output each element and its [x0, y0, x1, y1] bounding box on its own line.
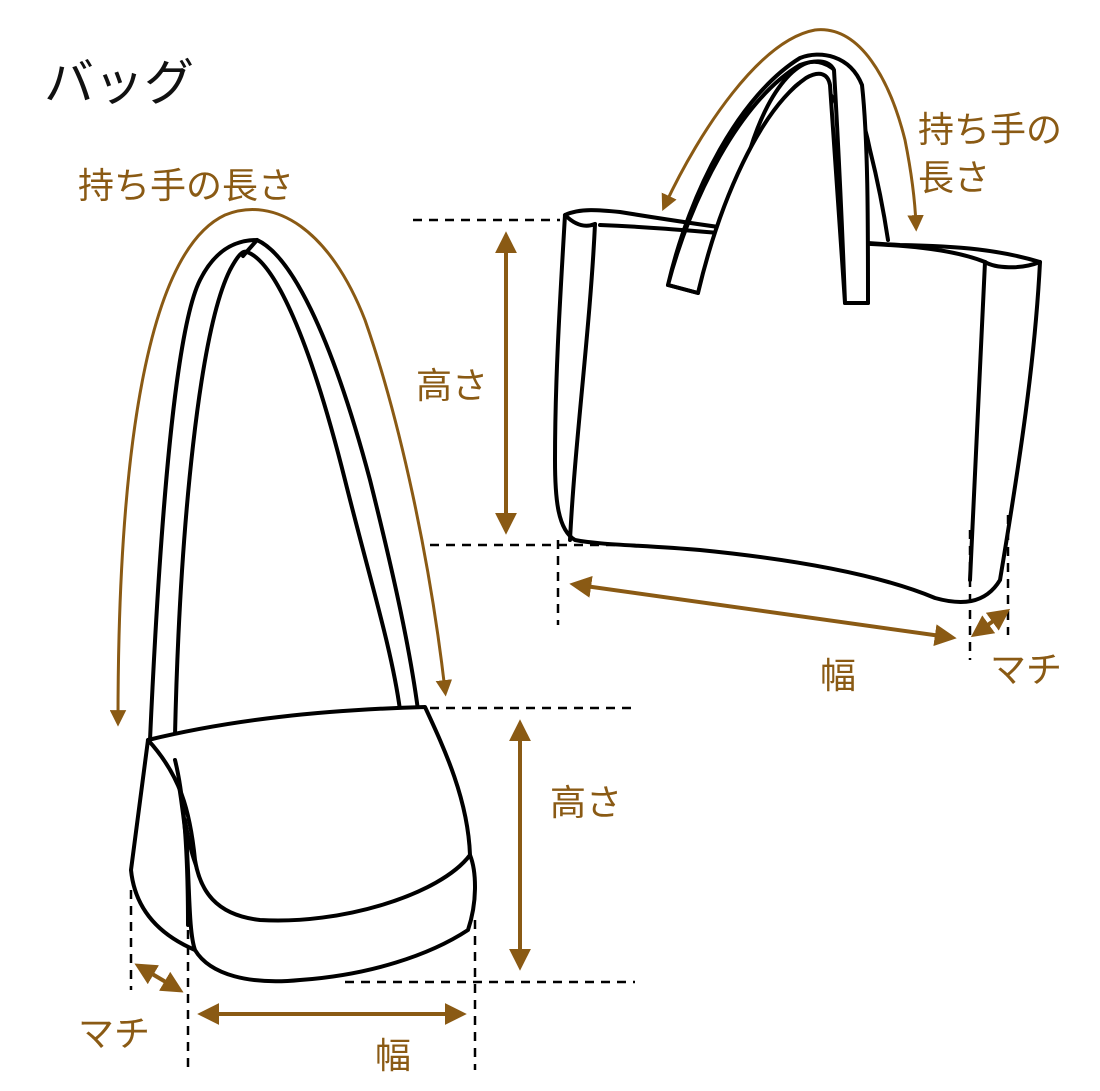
shoulder-width-label: 幅 — [375, 1036, 411, 1077]
tote-gusset-arrow — [970, 608, 1011, 638]
tote-width-label: 幅 — [820, 656, 856, 697]
shoulder-gusset-label: マチ — [78, 1014, 150, 1055]
tote-width-arrow — [569, 575, 957, 647]
shoulder-gusset-arrow — [134, 963, 184, 993]
tote-gusset-label: マチ — [990, 650, 1062, 691]
shoulder-handle-length-arc — [109, 208, 453, 727]
tote-front-handle — [666, 52, 870, 305]
shoulder-bag-illustration — [129, 238, 477, 984]
tote-height-label: 高さ — [416, 366, 488, 407]
tote-handle-length-label-line1: 持ち手の — [918, 110, 1062, 151]
shoulder-handle-length-label: 持ち手の長さ — [78, 166, 294, 207]
diagram-title: バッグ — [44, 54, 194, 112]
tote-handle-length-label-line2: 長さ — [918, 158, 990, 199]
tote-bag-illustration — [553, 52, 1042, 604]
tote-handle-length-arc — [661, 28, 924, 232]
shoulder-height-label: 高さ — [550, 783, 622, 824]
shoulder-strap-inner — [173, 249, 402, 737]
